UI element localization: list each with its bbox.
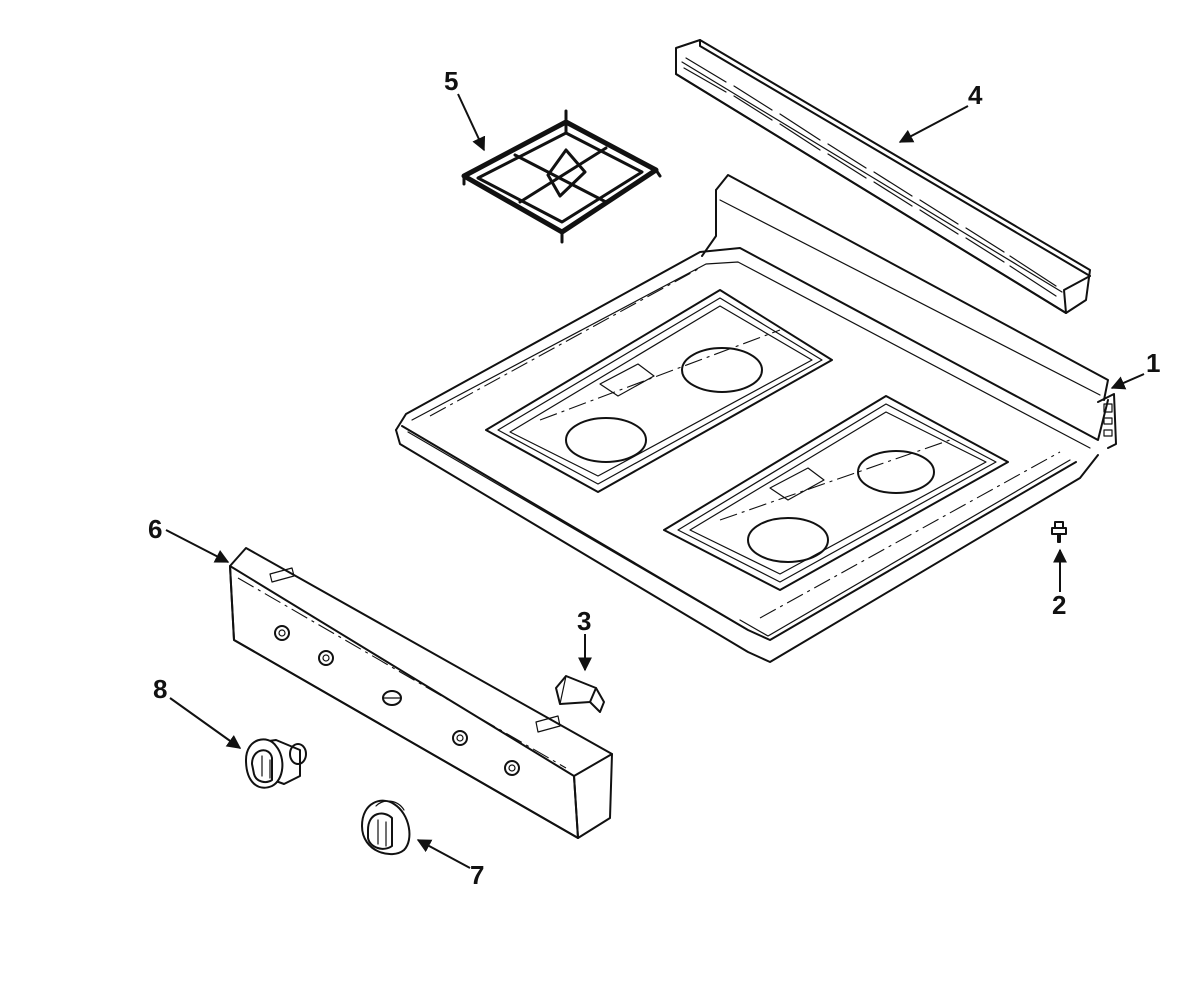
clip [555,675,605,713]
knob-left [245,738,307,789]
leader-5 [457,93,486,152]
leader-4 [898,105,969,143]
screw [1051,521,1067,543]
leader-6 [165,529,230,563]
leader-7 [416,839,471,869]
burner-grate [461,109,662,244]
callout-3: 3 [577,606,591,636]
control-panel [229,547,613,839]
backguard-trim-strip [675,39,1091,314]
callout-4: 4 [968,80,983,110]
callout-1: 1 [1146,348,1160,378]
leader-8 [169,697,242,749]
main-top [395,174,1117,663]
callout-labels: 1 2 3 4 5 6 7 8 [148,66,1160,890]
callout-6: 6 [148,514,162,544]
leader-1 [1110,373,1145,390]
callout-5: 5 [444,66,458,96]
callout-7: 7 [470,860,484,890]
knob-bottom [361,799,411,856]
callout-2: 2 [1052,590,1066,620]
leader-lines [165,93,1145,869]
callout-8: 8 [153,674,167,704]
